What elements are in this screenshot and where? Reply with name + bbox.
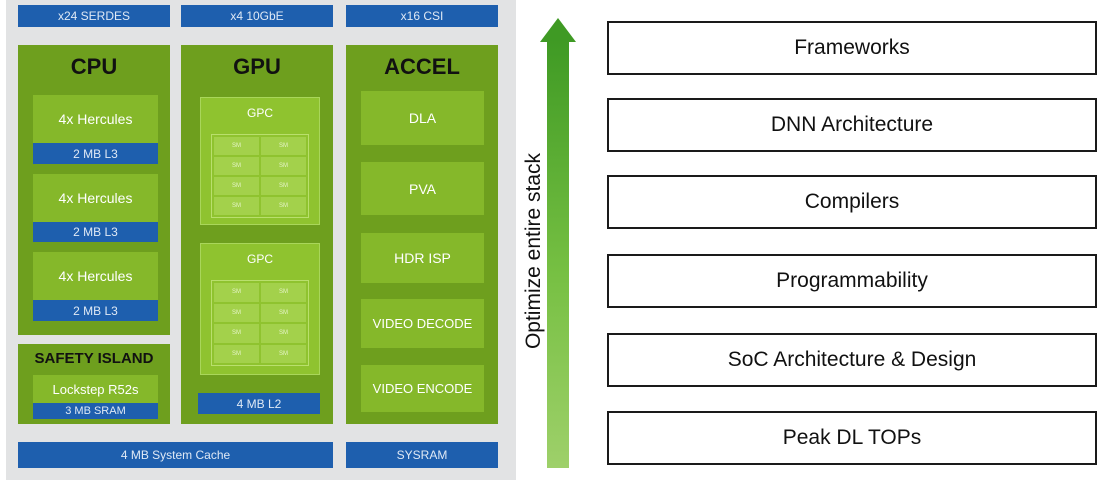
video-decode-block: VIDEO DECODE (361, 299, 484, 348)
lockstep-core: Lockstep R52s (33, 375, 158, 403)
sm-unit: SM (214, 157, 259, 175)
safety-island-title: SAFETY ISLAND (34, 350, 154, 367)
sm-unit: SM (261, 197, 306, 215)
arrow-up-icon (540, 18, 576, 42)
sm-unit: SM (261, 177, 306, 195)
stack-layer-frameworks: Frameworks (607, 21, 1097, 75)
optimize-stack-label: Optimize entire stack (522, 152, 545, 350)
safety-sram: 3 MB SRAM (33, 403, 158, 419)
cpu-cluster-3: 4x Hercules (33, 252, 158, 300)
cpu-title: CPU (70, 54, 118, 79)
serdes-bar: x24 SERDES (18, 5, 170, 27)
cpu-cluster-1: 4x Hercules (33, 95, 158, 143)
stack-layer-peak-dl-tops: Peak DL TOPs (607, 411, 1097, 465)
video-encode-block: VIDEO ENCODE (361, 365, 484, 412)
csi-bar: x16 CSI (346, 5, 498, 27)
gpu-title: GPU (233, 54, 281, 79)
ten-gbe-bar: x4 10GbE (181, 5, 333, 27)
gpc-1: GPC SM SM SM SM SM SM SM SM (200, 97, 320, 225)
sm-unit: SM (261, 137, 306, 155)
stack-layer-compilers: Compilers (607, 175, 1097, 229)
sm-unit: SM (261, 324, 306, 343)
cpu-cluster-1-cache: 2 MB L3 (33, 143, 158, 164)
cpu-cluster-2-cache: 2 MB L3 (33, 222, 158, 242)
sysram-bar: SYSRAM (346, 442, 498, 468)
sm-unit: SM (214, 324, 259, 343)
stack-layer-soc-architecture: SoC Architecture & Design (607, 333, 1097, 387)
sm-unit: SM (214, 283, 259, 302)
gpc-1-sm-grid: SM SM SM SM SM SM SM SM (211, 134, 309, 218)
sm-unit: SM (214, 197, 259, 215)
accel-title: ACCEL (384, 54, 460, 79)
sm-unit: SM (261, 303, 306, 322)
sm-unit: SM (261, 157, 306, 175)
sm-unit: SM (261, 283, 306, 302)
stack-layer-programmability: Programmability (607, 254, 1097, 308)
sm-unit: SM (214, 177, 259, 195)
sm-unit: SM (214, 303, 259, 322)
gpc-2-label: GPC (246, 252, 273, 266)
gpc-2: GPC SM SM SM SM SM SM SM SM (200, 243, 320, 375)
sm-unit: SM (214, 344, 259, 363)
cpu-cluster-3-cache: 2 MB L3 (33, 300, 158, 321)
sm-unit: SM (261, 344, 306, 363)
gpu-l2-cache: 4 MB L2 (198, 393, 320, 414)
pva-block: PVA (361, 162, 484, 215)
gpc-1-label: GPC (246, 106, 273, 120)
arrow-shaft (547, 40, 569, 468)
sm-unit: SM (214, 137, 259, 155)
stack-layer-dnn-architecture: DNN Architecture (607, 98, 1097, 152)
system-cache-bar: 4 MB System Cache (18, 442, 333, 468)
dla-block: DLA (361, 91, 484, 145)
gpc-2-sm-grid: SM SM SM SM SM SM SM SM (211, 280, 309, 366)
cpu-cluster-2: 4x Hercules (33, 174, 158, 222)
hdr-isp-block: HDR ISP (361, 233, 484, 283)
